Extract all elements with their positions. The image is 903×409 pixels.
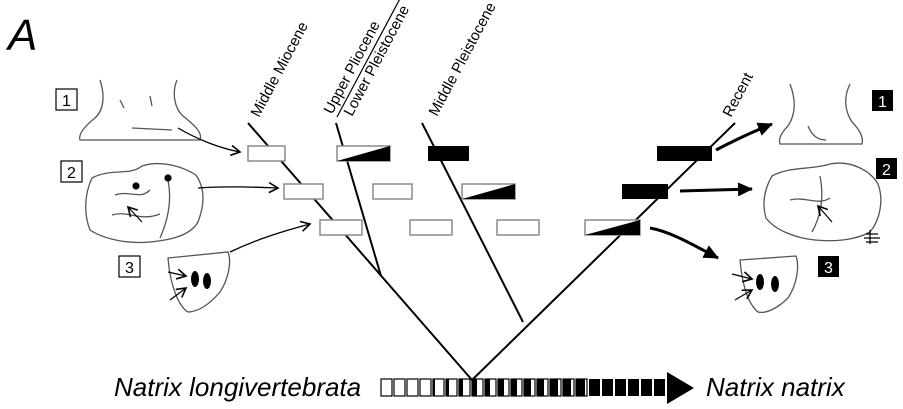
- state-box-row2-open: [372, 183, 413, 200]
- state-box-row3-open: [409, 219, 453, 236]
- epoch-recent: Recent: [720, 69, 758, 120]
- epoch-middle-miocene: Middle Miocene: [248, 19, 312, 120]
- right-marker-2: 2: [876, 158, 897, 179]
- left-marker-1: 1: [55, 88, 78, 111]
- right-flow-arrows: [649, 122, 773, 260]
- left-marker-3: 3: [118, 255, 141, 278]
- right-vertebra-drawing-2: [763, 162, 882, 242]
- right-marker-1: 1: [872, 90, 893, 111]
- progression-arrow-icon: [667, 372, 694, 404]
- cladogram-tree: [247, 122, 736, 381]
- left-flow-arrows: [177, 127, 312, 253]
- state-box-row3-open: [496, 219, 540, 236]
- left-marker-2: 2: [60, 160, 83, 183]
- state-box-row1-half: [336, 145, 391, 162]
- state-box-row3-open: [319, 219, 363, 236]
- state-box-row3-half: [584, 219, 641, 236]
- ancestor-label: Natrix longivertebrata: [114, 372, 361, 402]
- character-boxes: [247, 145, 712, 236]
- left-vertebra-drawing-2: [85, 162, 204, 244]
- svg-text:2: 2: [67, 165, 76, 182]
- right-pointer-arrows: [731, 204, 833, 301]
- descendant-label: Natrix natrix: [706, 372, 846, 402]
- panel-label: A: [5, 11, 37, 60]
- state-box-row1-recent: [657, 146, 712, 161]
- right-vertebra-drawing-1: [778, 83, 864, 145]
- state-box-row2-recent: [622, 184, 668, 199]
- left-vertebra-drawing-3: [167, 251, 231, 313]
- svg-text:1: 1: [62, 93, 71, 110]
- left-vertebra-drawing-1: [79, 79, 202, 141]
- svg-text:1: 1: [878, 94, 887, 111]
- progression-bar: [380, 372, 694, 404]
- state-box-row1-open: [247, 145, 286, 162]
- state-box-row2-half: [461, 183, 516, 200]
- epoch-middle-pleistocene: Middle Pleistocene: [426, 0, 500, 119]
- svg-text:3: 3: [125, 260, 134, 277]
- left-pointer-arrows: [126, 174, 188, 301]
- svg-text:3: 3: [824, 260, 833, 277]
- epoch-divider-line: [336, 0, 400, 118]
- state-box-row1-filled: [428, 146, 469, 161]
- right-vertebra-drawing-3: [739, 255, 799, 314]
- scale-mark-icon: [864, 230, 880, 244]
- right-marker-3: 3: [818, 256, 839, 277]
- state-box-row2-open: [283, 183, 324, 200]
- svg-text:2: 2: [882, 162, 891, 179]
